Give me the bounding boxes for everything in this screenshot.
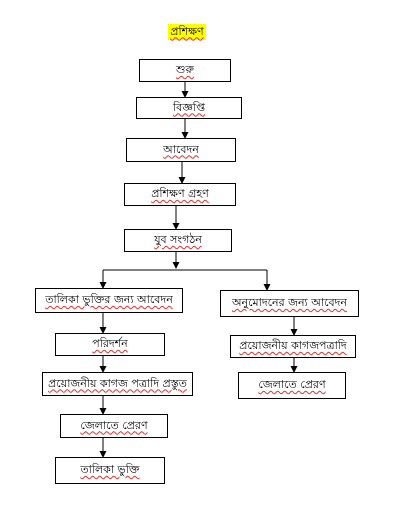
node-send-district-right: জেলাতে প্রেরণ	[238, 372, 346, 399]
node-start: শুরু	[139, 59, 231, 82]
node-inspection: পরিদর্শন	[55, 333, 165, 356]
node-youth-org: যুব সংগঠন	[124, 229, 232, 252]
diagram-title: প্রশিক্ষণ	[168, 24, 206, 40]
node-approval-apply: অনুমোদনের জন্য আবেদন	[220, 290, 359, 317]
node-docs-prepare: প্রয়োজনীয় কাগজ পত্রাদি প্রস্তুত	[42, 372, 193, 396]
node-application: আবেদন	[126, 138, 236, 162]
node-receive-training: প্রশিক্ষণ গ্রহণ	[124, 183, 236, 206]
node-notice: বিজ্ঞপ্তি	[136, 97, 242, 119]
node-docs-needed: প্রয়োজনীয় কাগজপত্রাদি	[230, 335, 356, 358]
node-send-district-left: জেলাতে প্রেরণ	[60, 414, 168, 438]
node-listing-apply: তালিকা ভুক্তির জন্য আবেদন	[35, 288, 183, 313]
node-listed: তালিকা ভুক্তি	[55, 457, 165, 484]
